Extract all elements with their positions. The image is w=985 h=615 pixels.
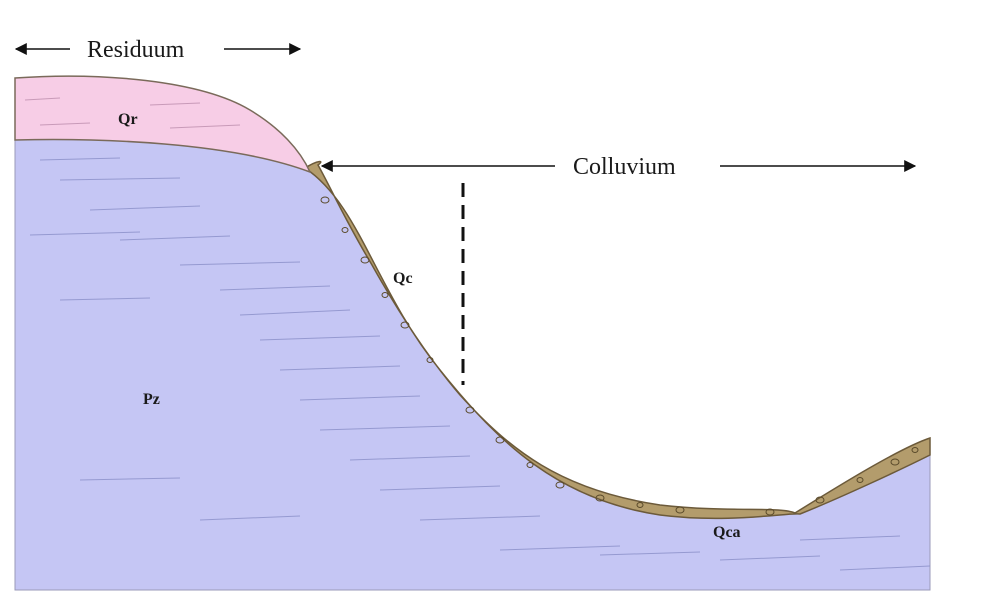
qca-unit-label: Qca: [713, 524, 741, 541]
pz-unit-label: Pz: [143, 391, 160, 408]
colluvium-qc-band: [303, 160, 931, 520]
qc-unit-label: Qc: [393, 270, 413, 287]
bedrock-pz-unit: [14, 139, 931, 591]
colluvium-label: Colluvium: [573, 154, 676, 180]
residuum-hatching: [24, 97, 241, 129]
residuum-qr-unit: [14, 75, 312, 174]
qr-unit-label: Qr: [118, 111, 138, 128]
residuum-label: Residuum: [87, 37, 185, 63]
bedrock-hatching: [29, 157, 931, 571]
colluvium-pebbles: [320, 196, 919, 516]
